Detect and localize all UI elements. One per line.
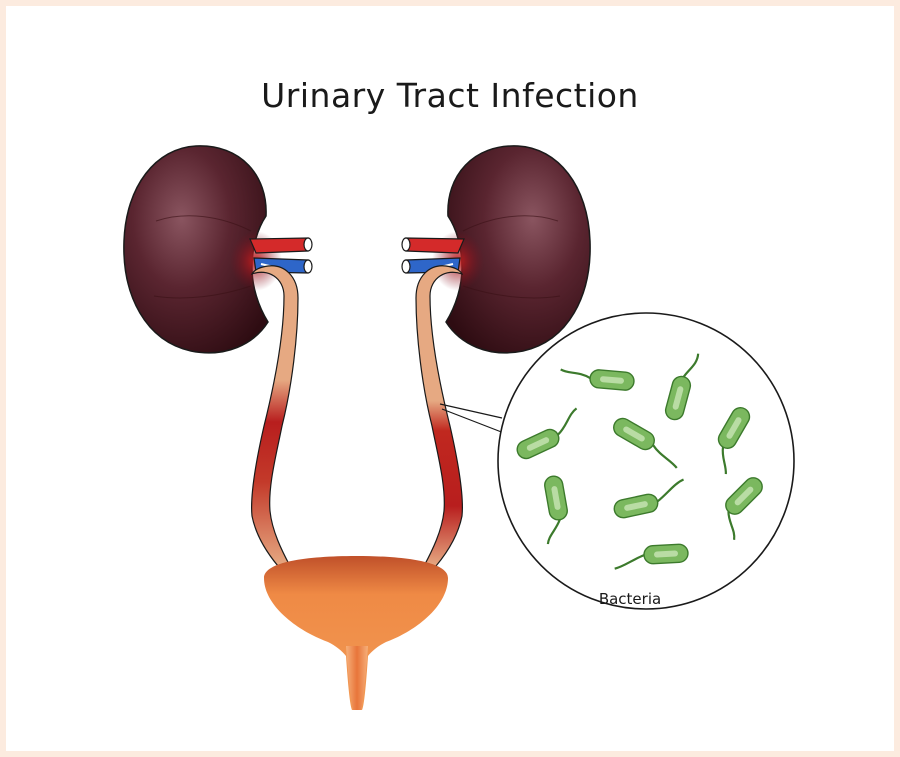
- right-renal-artery: [402, 238, 464, 253]
- urinary-tract-diagram: [6, 6, 894, 751]
- diagram-canvas: Urinary Tract Infection: [6, 6, 894, 751]
- bladder-icon: [264, 556, 448, 710]
- left-renal-artery: [250, 238, 312, 253]
- magnifier-circle-icon: [498, 313, 794, 609]
- bacteria-label: Bacteria: [574, 590, 686, 608]
